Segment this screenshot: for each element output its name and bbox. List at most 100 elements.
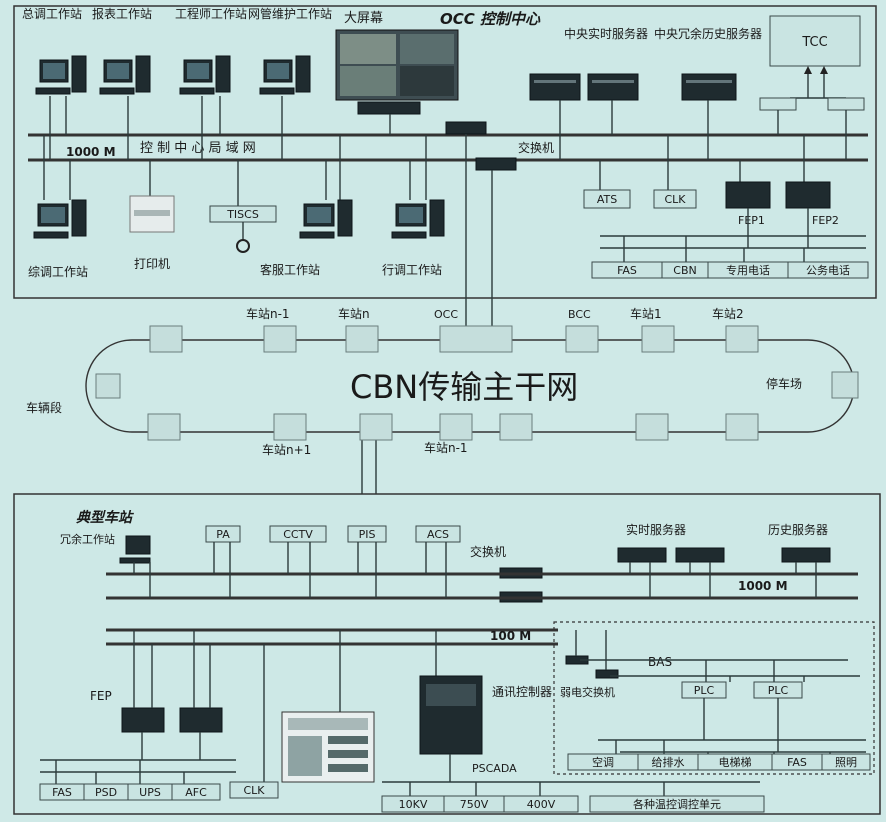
bas-box-ac: 空调	[592, 755, 614, 769]
fep1: FEP1	[725, 181, 771, 227]
occ-switch-1	[445, 121, 487, 135]
bas-boxes: 空调 给排水 电梯梯 FAS 照明	[567, 753, 871, 771]
tcc-box: TCC	[759, 15, 865, 111]
bas-box-water: 给排水	[652, 755, 685, 769]
ws-top-4-label: 网管维护工作站	[248, 6, 332, 21]
weak-switch-label: 弱电交换机	[560, 685, 615, 699]
power-10kv: 10KV	[399, 798, 428, 811]
redundant-ws	[119, 535, 151, 564]
station-switch-label: 交换机	[470, 544, 506, 559]
occ-panel: OCC 控制中心 总调工作站 报表工作站 工程师工作站 网管维护工作站 大屏幕	[13, 5, 877, 299]
ws-top-3-label: 工程师工作站	[175, 6, 247, 21]
printer-label: 打印机	[134, 257, 170, 271]
tcc-label: TCC	[801, 35, 827, 50]
hist-server-label: 中央冗余历史服务器	[654, 26, 762, 41]
ws-top-1-label: 总调工作站	[22, 7, 82, 21]
station-title: 典型车站	[76, 509, 135, 526]
ws-top-1: 总调工作站	[22, 7, 87, 95]
station-speed-1000: 1000 M	[738, 579, 788, 593]
ws-bottom-4-label: 行调工作站	[382, 263, 442, 277]
big-screen: 大屏幕	[335, 11, 459, 115]
fep2: FEP2	[785, 181, 839, 227]
ring-label-n: 车站n	[338, 306, 370, 321]
redundant-ws-label: 冗余工作站	[60, 532, 115, 546]
bas-box-elevator: 电梯梯	[719, 756, 752, 769]
ws-bottom-4: 行调工作站	[382, 199, 445, 277]
station-hist-server-label: 历史服务器	[768, 522, 828, 537]
sub-pis: PIS	[359, 528, 376, 541]
occ-box-public-phone: 公务电话	[806, 264, 850, 277]
left-box-psd: PSD	[95, 786, 117, 799]
occ-box-fas: FAS	[617, 264, 637, 277]
ws-top-3: 工程师工作站	[175, 6, 247, 95]
ring-label-occ: OCC	[434, 308, 458, 321]
central-history-server: 中央冗余历史服务器	[654, 26, 762, 101]
occ-box-cbn: CBN	[673, 264, 696, 277]
occ-switch-2	[475, 157, 517, 171]
plc-boxes: PLC PLC	[681, 681, 803, 699]
ats-label: ATS	[597, 193, 617, 206]
left-box-ups: UPS	[139, 786, 161, 799]
station-left-boxes: FAS PSD UPS AFC	[39, 783, 221, 801]
sub-acs: ACS	[427, 528, 449, 541]
power-750v: 750V	[460, 798, 489, 811]
station-clk-label: CLK	[243, 784, 265, 797]
pscada-label: PSCADA	[472, 762, 517, 775]
plc-2: PLC	[768, 684, 789, 697]
ws-bottom-1: 综调工作站	[28, 199, 88, 279]
ats-box: ATS	[583, 189, 631, 209]
ring-label-n-1-bottom: 车站n-1	[424, 440, 468, 455]
fep2-label: FEP2	[812, 214, 839, 227]
ws-bottom-1-label: 综调工作站	[28, 265, 88, 279]
left-box-fas: FAS	[52, 786, 72, 799]
subsystem-boxes: PA CCTV PIS ACS	[205, 525, 461, 543]
ws-top-2-label: 报表工作站	[92, 6, 152, 21]
bas-box-lighting: 照明	[835, 756, 857, 769]
clk-label: CLK	[664, 193, 686, 206]
occ-box-private-phone: 专用电话	[726, 263, 770, 277]
ring-label-yard: 停车场	[766, 376, 802, 391]
comm-ctrl-label: 通讯控制器	[492, 685, 552, 699]
big-screen-label: 大屏幕	[344, 11, 383, 26]
ring-label-2: 车站2	[712, 306, 744, 321]
bas-region	[553, 621, 875, 775]
tiscs-device: TISCS	[209, 205, 277, 253]
ring-label-n-1: 车站n-1	[246, 306, 290, 321]
occ-bottom-boxes: FAS CBN 专用电话 公务电话	[591, 261, 869, 279]
occ-lan-speed: 1000 M	[66, 145, 116, 159]
tiscs-label: TISCS	[226, 208, 259, 221]
power-400v: 400V	[527, 798, 556, 811]
power-boxes: 10KV 750V 400V 各种温控调控单元	[381, 795, 765, 813]
station-rt-server-label: 实时服务器	[626, 522, 686, 537]
cbn-ring: CBN传输主干网 车站n-1 车站n OCC BCC 车站1 车站2 车辆段 停…	[26, 134, 859, 592]
station-speed-100: 100 M	[490, 629, 531, 643]
fep-label: FEP	[90, 689, 112, 703]
ws-top-4: 网管维护工作站	[248, 6, 332, 95]
bas-box-fas: FAS	[787, 756, 807, 769]
ws-bottom-3: 客服工作站	[260, 199, 353, 277]
central-realtime-server: 中央实时服务器	[529, 26, 648, 101]
station-panel: 典型车站 冗余工作站 PA CCTV PIS ACS 交换机 实时服务器 历史服…	[13, 493, 881, 815]
printer: 打印机	[129, 195, 175, 271]
fep1-label: FEP1	[738, 214, 765, 227]
left-box-afc: AFC	[185, 786, 207, 799]
occ-switch-label: 交换机	[518, 140, 554, 155]
ring-label-1: 车站1	[630, 306, 662, 321]
ws-top-2: 报表工作站	[92, 6, 152, 95]
plc-1: PLC	[694, 684, 715, 697]
ring-label-depot: 车辆段	[26, 400, 62, 415]
bas-label: BAS	[648, 655, 672, 669]
ring-label-bcc: BCC	[568, 308, 591, 321]
clk-box: CLK	[653, 189, 697, 209]
station-clk: CLK	[229, 644, 279, 799]
ring-label-n+1: 车站n+1	[262, 442, 311, 457]
comm-controller: 通讯控制器	[419, 630, 552, 755]
ring-title: CBN传输主干网	[350, 368, 578, 406]
ws-bottom-3-label: 客服工作站	[260, 262, 320, 277]
control-units: 各种温控调控单元	[633, 797, 721, 811]
occ-title: OCC 控制中心	[440, 10, 541, 28]
control-panel-display	[281, 630, 375, 783]
sub-cctv: CCTV	[283, 528, 313, 541]
sub-pa: PA	[216, 528, 230, 541]
